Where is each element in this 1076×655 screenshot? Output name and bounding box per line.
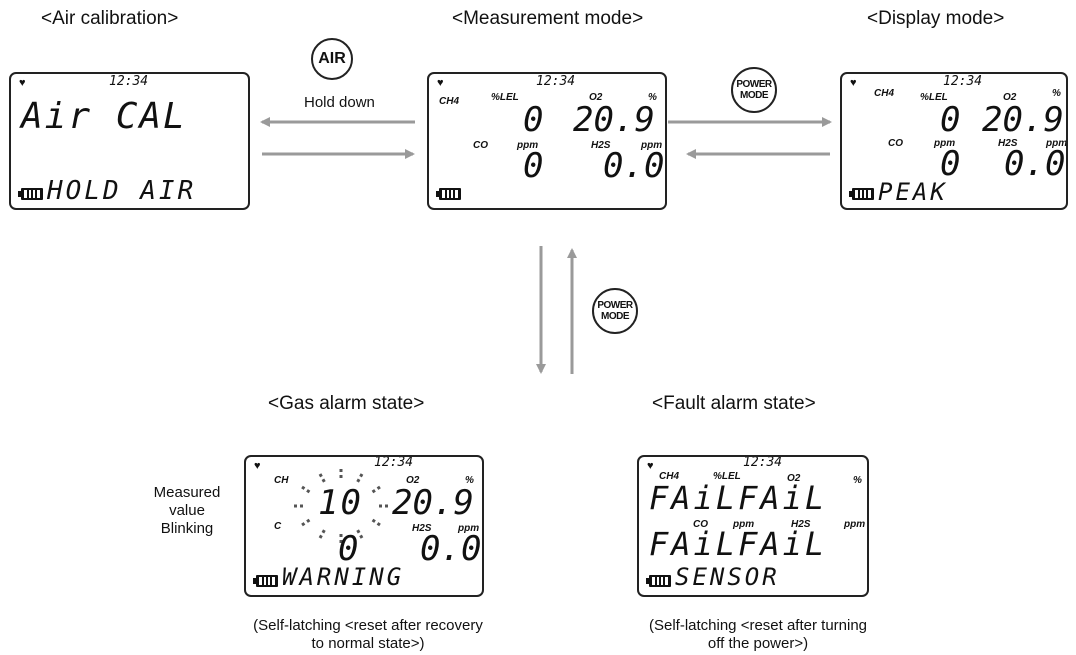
hold-down-label: Hold down <box>304 94 375 111</box>
fault-row1-text: FAiLFAiL <box>649 479 828 517</box>
gas-alarm-note-line1: (Self-latching <reset after recovery <box>253 617 483 634</box>
blinking-note-line1: Measured <box>153 484 221 501</box>
h2s-unit: ppm <box>641 140 663 151</box>
clock: 12:34 <box>536 74 576 89</box>
o2-unit: % <box>1052 88 1061 99</box>
title-display-mode: <Display mode> <box>867 8 1005 29</box>
ch4-value: 0 <box>523 100 546 140</box>
mode-label: MODE <box>601 311 630 322</box>
heart-icon: ♥ <box>19 77 26 89</box>
h2s-label: H2S <box>998 138 1018 149</box>
h2s-unit: ppm <box>1046 138 1068 149</box>
battery-icon <box>253 575 278 587</box>
h2s-label: H2S <box>791 519 811 530</box>
lel-unit: %LEL <box>713 471 741 482</box>
title-air-calibration: <Air calibration> <box>41 8 179 29</box>
warning-text: WARNING <box>282 563 405 591</box>
o2-label: O2 <box>787 473 801 484</box>
o2-value: 20.9 <box>392 483 474 523</box>
o2-label: O2 <box>1003 92 1017 103</box>
lcd-fault-alarm: ♥ 12:34 CH4 %LEL O2 % FAiLFAiL CO ppm H2… <box>637 455 869 597</box>
heart-icon: ♥ <box>254 460 261 472</box>
h2s-unit: ppm <box>844 519 866 530</box>
o2-unit: % <box>853 475 862 486</box>
co-unit: ppm <box>733 519 755 530</box>
o2-label: O2 <box>406 475 420 486</box>
battery-icon <box>436 188 461 200</box>
air-cal-text: Air CAL <box>21 96 187 137</box>
power-label: POWER <box>597 300 633 311</box>
title-gas-alarm-state: <Gas alarm state> <box>268 393 425 414</box>
ch4-label: CH4 <box>659 471 680 482</box>
blinking-note-line2: value <box>169 502 205 519</box>
power-mode-button-icon-bottom: POWER MODE <box>592 288 638 334</box>
h2s-value: 0.0 <box>420 529 482 569</box>
co-value: 0 <box>523 146 546 186</box>
co-label: CO <box>693 519 708 530</box>
co-unit: ppm <box>934 138 956 149</box>
mode-label: MODE <box>740 90 769 101</box>
o2-label: O2 <box>589 92 603 103</box>
title-measurement-mode: <Measurement mode> <box>452 8 644 29</box>
blink-rays-icon <box>294 469 388 543</box>
power-label: POWER <box>736 79 772 90</box>
h2s-label: H2S <box>412 523 432 534</box>
lel-unit: %LEL <box>491 92 519 103</box>
clock: 12:34 <box>943 74 983 89</box>
h2s-value: 0.0 <box>1004 144 1066 184</box>
peak-text: PEAK <box>878 178 948 206</box>
blinking-note-line3: Blinking <box>160 520 214 537</box>
clock: 12:34 <box>109 74 149 89</box>
ch4-label: CH4 <box>874 88 895 99</box>
co-label: CO <box>473 140 488 151</box>
lcd-gas-alarm: ♥ 12:34 CH 10 O2 % 20.9 C H2S ppm 0 0.0 … <box>244 455 484 597</box>
co-unit: ppm <box>517 140 539 151</box>
air-button-label: AIR <box>318 50 346 67</box>
co-value: 0 <box>940 144 963 184</box>
co-value: 0 <box>338 529 361 569</box>
lel-unit: %LEL <box>920 92 948 103</box>
fault-row2-text: FAiLFAiL <box>649 525 828 563</box>
o2-unit: % <box>465 475 474 486</box>
h2s-label: H2S <box>591 140 611 151</box>
lcd-air-calibration: ♥ 12:34 Air CAL HOLD AIR <box>9 72 250 210</box>
o2-value: 20.9 <box>573 100 655 140</box>
heart-icon: ♥ <box>850 77 857 89</box>
clock: 12:34 <box>743 455 783 470</box>
fault-alarm-note-line2: off the power>) <box>707 635 809 652</box>
gas-alarm-note-line2: to normal state>) <box>311 635 425 652</box>
lcd-measurement-mode: ♥ 12:34 CH4 %LEL O2 % 0 20.9 CO ppm H2S … <box>427 72 667 210</box>
blinking-note: Measured value Blinking <box>132 484 242 538</box>
lcd-display-mode: ♥ 12:34 CH4 %LEL O2 % 0 20.9 CO ppm H2S … <box>840 72 1068 210</box>
h2s-unit: ppm <box>458 523 480 534</box>
co-label: CO <box>888 138 903 149</box>
battery-icon <box>646 575 671 587</box>
ch4-value: 0 <box>940 100 963 140</box>
h2s-value: 0.0 <box>603 146 665 186</box>
sensor-text: SENSOR <box>675 563 780 591</box>
ch4-label: CH <box>274 475 289 486</box>
air-button-icon: AIR <box>311 38 353 80</box>
heart-icon: ♥ <box>437 77 444 89</box>
co-label: C <box>274 521 282 532</box>
clock: 12:34 <box>374 455 414 470</box>
battery-icon <box>849 188 874 200</box>
gas-alarm-note: (Self-latching <reset after recovery to … <box>198 617 538 653</box>
title-fault-alarm-state: <Fault alarm state> <box>652 393 816 414</box>
fault-alarm-note-line1: (Self-latching <reset after turning <box>648 617 868 634</box>
ch4-label: CH4 <box>439 96 460 107</box>
o2-unit: % <box>648 92 657 103</box>
ch4-alarm-value: 10 <box>318 483 363 523</box>
o2-value: 20.9 <box>982 100 1064 140</box>
heart-icon: ♥ <box>647 460 654 472</box>
fault-alarm-note: (Self-latching <reset after turning off … <box>598 617 918 653</box>
power-mode-button-icon-top: POWER MODE <box>731 67 777 113</box>
battery-icon <box>18 188 43 200</box>
hold-air-text: HOLD AIR <box>47 176 197 206</box>
